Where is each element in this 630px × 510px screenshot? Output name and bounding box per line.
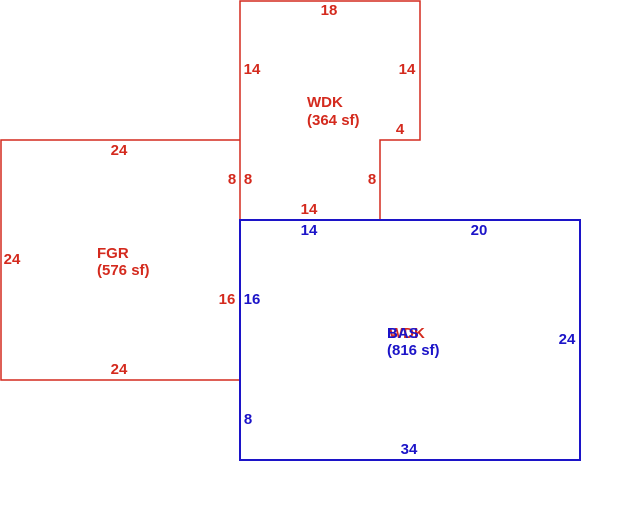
bas-overlap-name: WDK bbox=[389, 325, 425, 342]
wdk-lower-right-dim: 8 bbox=[368, 171, 376, 188]
fgr-bottom-dim: 24 bbox=[111, 361, 128, 378]
fgr-inner-right-dim: 16 bbox=[219, 291, 236, 308]
bas-top-left-dim: 14 bbox=[301, 222, 318, 239]
fgr-left-dim: 24 bbox=[4, 251, 21, 268]
wdk-lower-left-dim: 8 bbox=[244, 171, 252, 188]
bas-left-upper-dim: 16 bbox=[244, 291, 261, 308]
bas-top-right-dim: 20 bbox=[471, 222, 488, 239]
bas-outline bbox=[239, 219, 581, 461]
wdk-top-dim: 18 bbox=[321, 2, 338, 19]
wdk-step-dim: 4 bbox=[396, 121, 405, 138]
bas-right-dim: 24 bbox=[559, 331, 576, 348]
fgr-outline bbox=[0, 139, 240, 381]
wdk-left-dim: 14 bbox=[244, 61, 261, 78]
bas-left-lower-dim: 8 bbox=[244, 411, 252, 428]
fgr-right-dim: 8 bbox=[228, 171, 236, 188]
fgr-top-dim: 24 bbox=[111, 142, 128, 159]
bas-area-name: BAS bbox=[387, 325, 419, 342]
wdk-area-size: (364 sf) bbox=[307, 112, 360, 129]
wdk-area-name: WDK bbox=[307, 94, 343, 111]
bas-area-size: (816 sf) bbox=[387, 342, 440, 359]
fgr-area-size: (576 sf) bbox=[97, 262, 150, 279]
wdk-bottom-dim: 14 bbox=[301, 201, 318, 218]
bas-bottom-dim: 34 bbox=[401, 441, 418, 458]
fgr-area-name: FGR bbox=[97, 245, 129, 262]
wdk-outline bbox=[239, 0, 421, 220]
wdk-right-dim: 14 bbox=[399, 61, 416, 78]
